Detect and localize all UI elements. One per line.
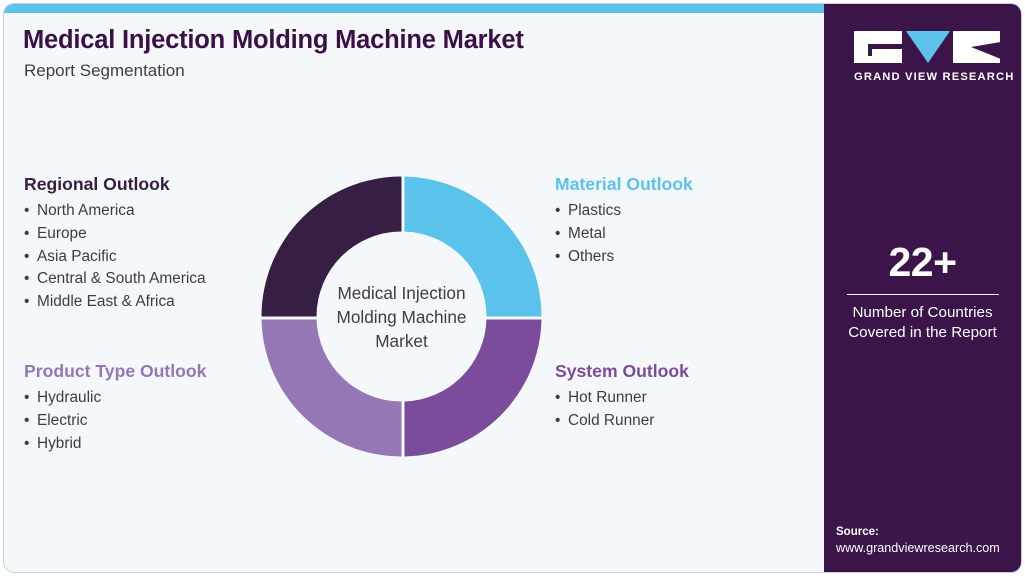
segment-block-material: Material Outlook Plastics Metal Others [555, 174, 693, 268]
logo-r-wedge-icon [971, 42, 1000, 59]
segment-block-regional: Regional Outlook North America Europe As… [24, 174, 206, 314]
segment-block-product-type: Product Type Outlook Hydraulic Electric … [24, 361, 206, 455]
donut-segment-product-type[interactable] [261, 319, 402, 457]
donut-svg [261, 176, 542, 457]
logo-v-triangle-icon [906, 31, 950, 63]
segment-title-system: System Outlook [555, 361, 689, 381]
page-subtitle: Report Segmentation [24, 61, 185, 80]
segment-list-regional: North America Europe Asia Pacific Centra… [24, 200, 206, 314]
list-item: Hot Runner [555, 387, 689, 410]
source-label: Source: [836, 526, 879, 538]
grand-view-research-logo: GRAND VIEW RESEARCH [854, 31, 1015, 83]
country-count-stat: 22+ Number of Countries Covered in the R… [824, 242, 1021, 343]
logo-g-icon [854, 31, 902, 63]
donut-segment-system[interactable] [404, 319, 542, 457]
list-item: Cold Runner [555, 410, 689, 433]
logo-wordmark: GRAND VIEW RESEARCH [854, 71, 1015, 83]
list-item: Central & South America [24, 268, 206, 291]
source-url[interactable]: www.grandviewresearch.com [836, 541, 1000, 555]
logo-r-icon [953, 31, 1000, 63]
logo-marks [854, 31, 1000, 63]
donut-segment-regional[interactable] [261, 176, 402, 317]
infographic-card: Medical Injection Molding Machine Market… [4, 4, 1021, 572]
segment-block-system: System Outlook Hot Runner Cold Runner [555, 361, 689, 433]
segment-list-material: Plastics Metal Others [555, 200, 693, 268]
segment-title-material: Material Outlook [555, 174, 693, 194]
list-item: Hybrid [24, 433, 206, 456]
stat-label-line-1: Number of Countries [852, 304, 993, 321]
list-item: Asia Pacific [24, 246, 206, 269]
segment-list-product-type: Hydraulic Electric Hybrid [24, 387, 206, 455]
list-item: North America [24, 200, 206, 223]
stat-divider [846, 294, 999, 295]
list-item: Middle East & Africa [24, 291, 206, 314]
top-accent-bar [4, 4, 824, 13]
list-item: Plastics [555, 200, 693, 223]
list-item: Europe [24, 223, 206, 246]
logo-v-icon [906, 31, 950, 63]
stat-label-line-2: Covered in the Report [848, 324, 997, 342]
segment-title-regional: Regional Outlook [24, 174, 170, 194]
donut-segment-material[interactable] [404, 176, 542, 317]
brand-sidebar: GRAND VIEW RESEARCH 22+ Number of Countr… [824, 4, 1021, 572]
list-item: Metal [555, 223, 693, 246]
page-title: Medical Injection Molding Machine Market [23, 26, 524, 54]
segment-list-system: Hot Runner Cold Runner [555, 387, 689, 433]
list-item: Hydraulic [24, 387, 206, 410]
source-block: Source: www.grandviewresearch.com [836, 526, 1021, 555]
segment-title-product-type: Product Type Outlook [24, 361, 207, 381]
list-item: Others [555, 246, 693, 269]
stat-value: 22+ [888, 239, 957, 285]
segmentation-donut-chart: Medical Injection Molding Machine Market [259, 174, 544, 459]
list-item: Electric [24, 410, 206, 433]
